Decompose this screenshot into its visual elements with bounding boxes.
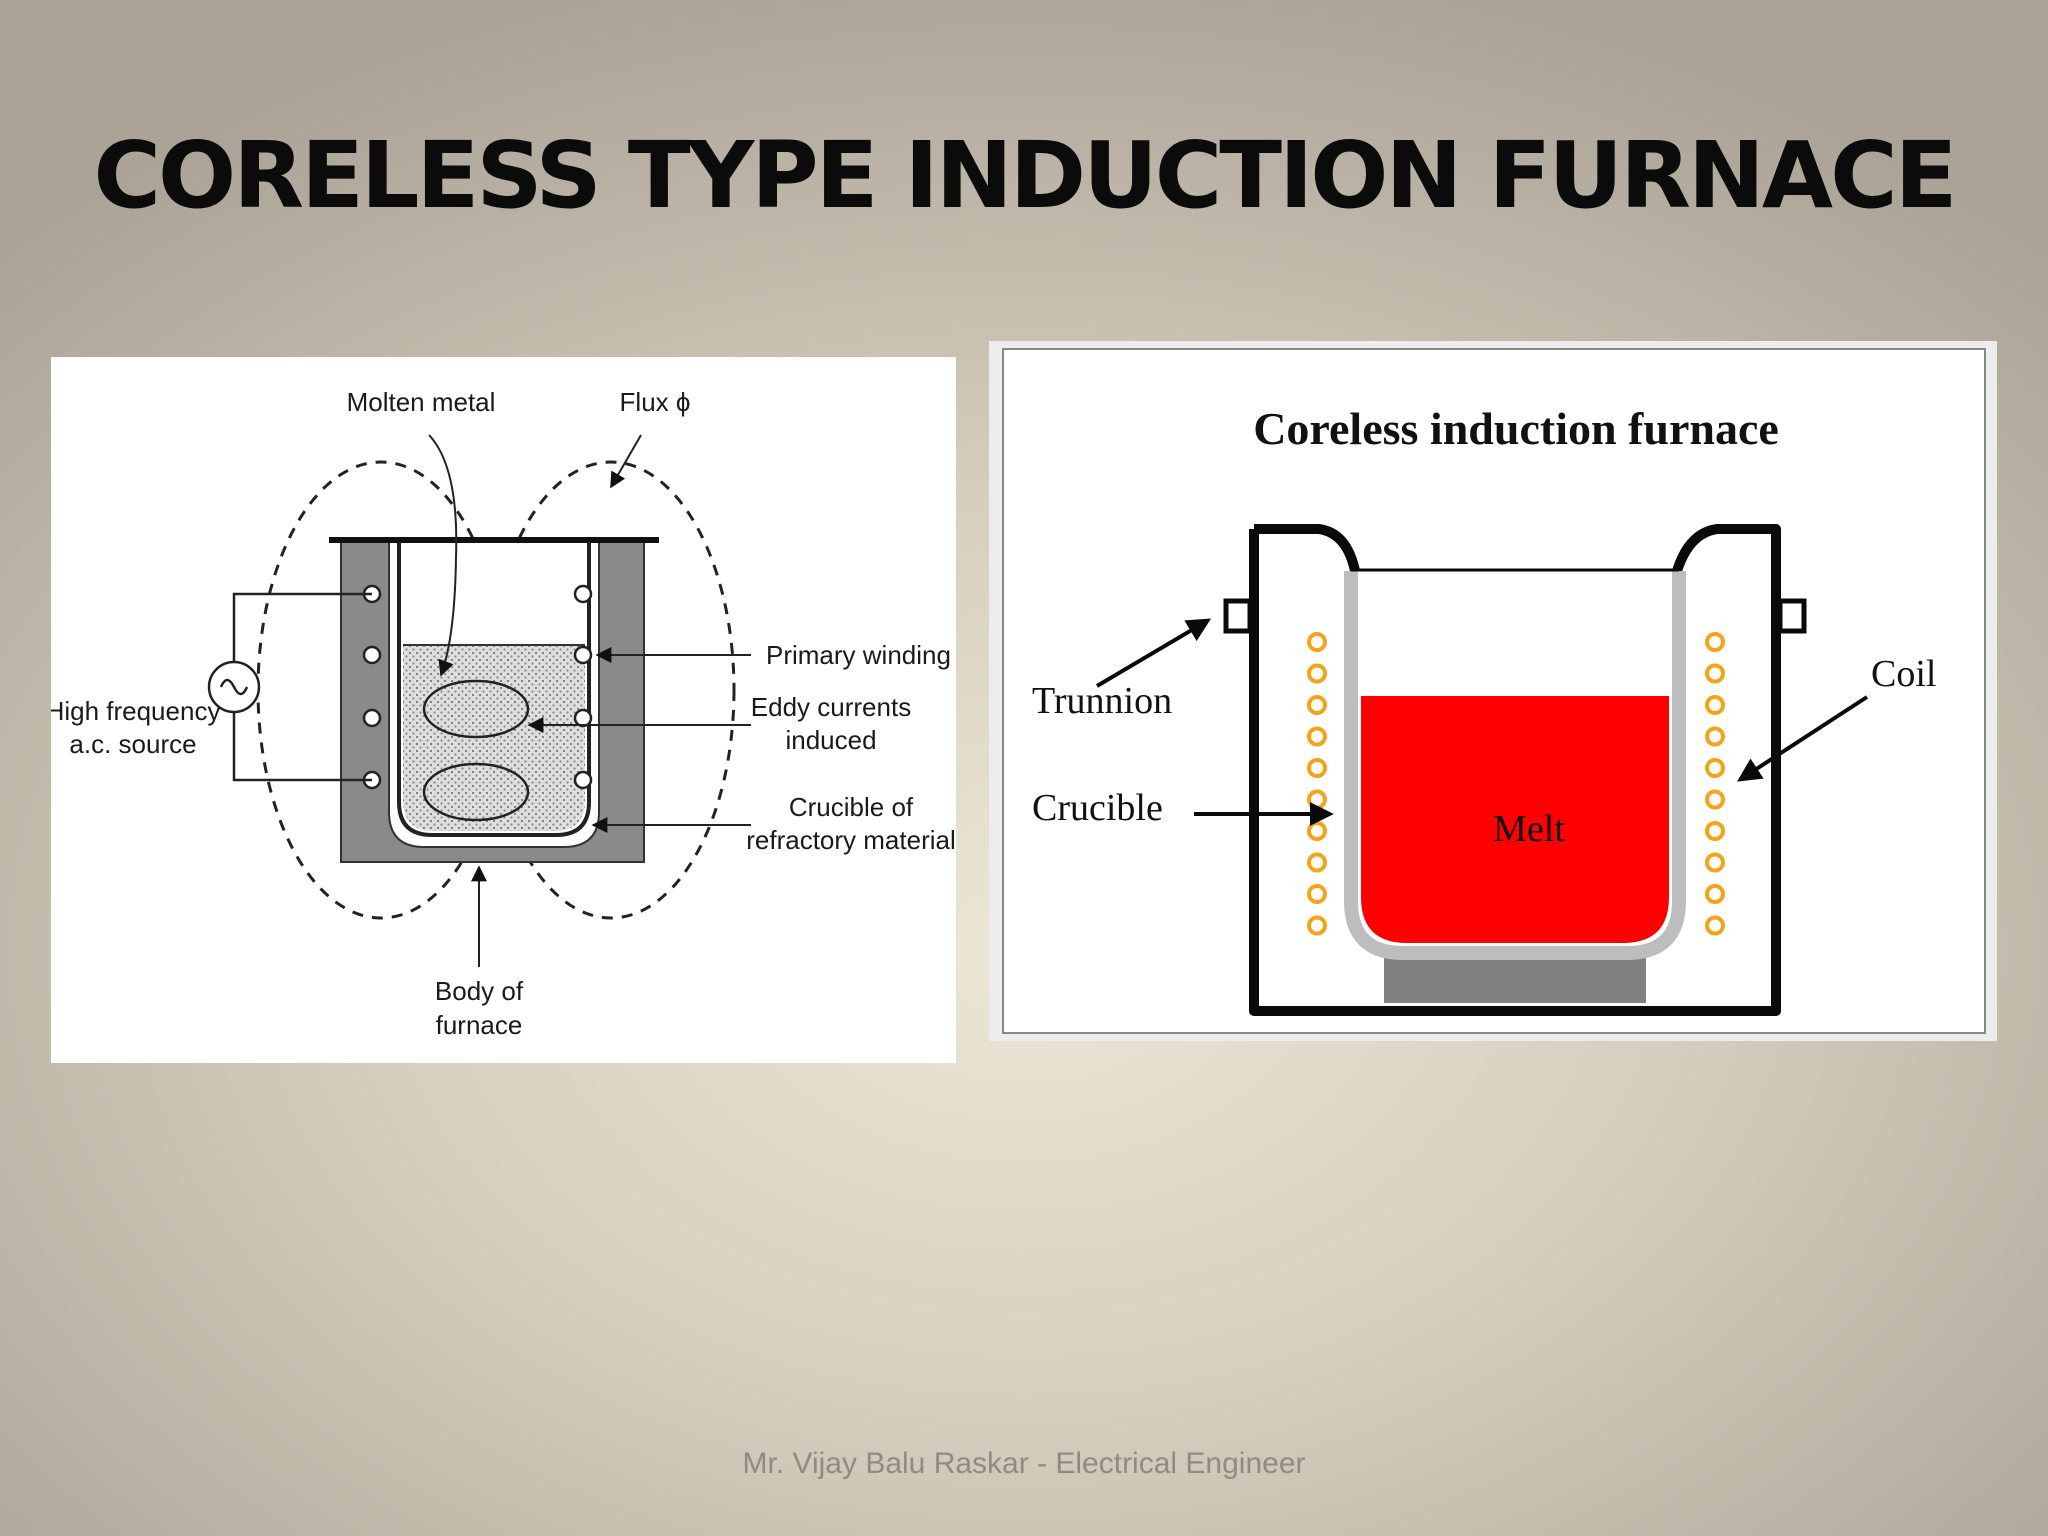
source-wire-top [232,592,372,662]
illustration-drawing: Coreless induction furnace Melt Trunnion… [1002,348,1986,1034]
coil-turn [1307,821,1327,841]
molten-metal-leader [428,434,458,677]
label-crucible-line2: refractory material [746,825,956,855]
coreless-furnace-illustration: Coreless induction furnace Melt Trunnion… [989,341,1997,1041]
eddy-current-upper [422,679,530,739]
label-melt: Melt [1493,808,1565,850]
melt [1361,696,1669,943]
furnace-shell [1249,524,1781,1016]
molten-metal [403,645,585,831]
coil-turn [1705,915,1725,936]
label-flux: Flux ϕ [620,387,691,417]
coil-left [1307,632,1327,936]
coil-turn [1705,632,1725,652]
label-eddy-line1: Eddy currents [751,692,911,722]
label-molten-metal: Molten metal [347,387,496,417]
label-body-line1: Body of [435,976,524,1006]
label-trunnion: Trunnion [1032,680,1172,722]
coil-turn [1705,852,1725,873]
coil-arrow [1736,695,1869,782]
coil-right [1705,632,1725,936]
label-coil: Coil [1871,653,1936,695]
eddy-current-lower [422,762,530,822]
label-body-line2: furnace [436,1010,523,1040]
flux-leader [610,434,642,489]
coil-turn [1307,758,1327,778]
label-source-line2: a.c. source [69,729,196,759]
trunnion-left [1223,598,1253,634]
label-primary-winding: Primary winding [766,640,951,670]
crucible [397,542,591,837]
primary-winding-left [362,584,382,790]
label-eddy-line2: induced [785,725,876,755]
coil-turn [1705,663,1725,684]
schematic-drawing: Molten metal Flux ϕ Primary winding Eddy… [51,387,956,1040]
label-source-line1: High frequency [51,696,220,726]
coil-turn [1307,852,1327,873]
trunnion-arrow [1095,618,1212,688]
coil-turn [1705,726,1725,747]
label-crucible: Crucible [1032,787,1163,829]
coil-turn [1307,632,1327,652]
coil-turn [1307,789,1327,810]
coil-turn [1705,789,1725,810]
coil-turn [1307,726,1327,747]
coil-turn [1705,695,1725,715]
slide-title: CORELESS TYPE INDUCTION FURNACE [93,122,1958,229]
ac-source-symbol-icon [207,660,261,714]
illustration-title: Coreless induction furnace [1253,403,1779,454]
coil-turn [1705,821,1725,841]
coil-turn [1705,758,1725,778]
source-wire-bottom [232,712,372,782]
coil-turn [1307,663,1327,684]
coreless-furnace-schematic: Molten metal Flux ϕ Primary winding Eddy… [51,357,956,1063]
coil-turn [1307,915,1327,936]
top-plate [329,537,659,543]
footer-credit: Mr. Vijay Balu Raskar - Electrical Engin… [742,1447,1306,1480]
coil-turn [1705,884,1725,904]
coil-turn [1307,695,1327,715]
crucible-wall [1344,571,1686,960]
label-crucible-line1: Crucible of [789,792,914,822]
primary-winding-right [573,584,593,790]
coil-turn [1307,884,1327,904]
trunnion-right [1777,598,1807,634]
